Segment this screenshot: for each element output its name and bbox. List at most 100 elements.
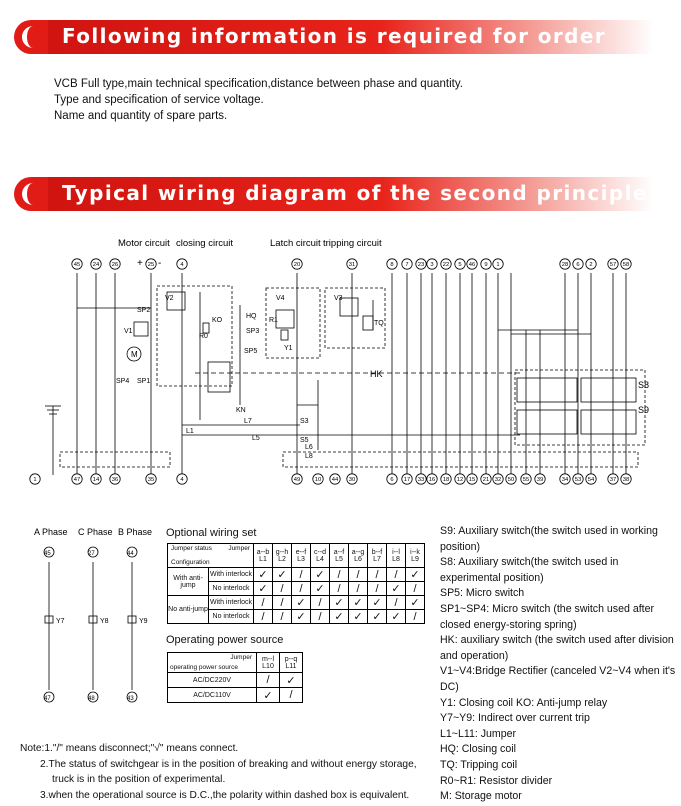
wiring-mark: /	[386, 595, 406, 610]
bottom-terminal-circle	[329, 473, 341, 485]
phase-a-coil: Y7	[56, 618, 65, 625]
wiring-mark: ✓	[291, 609, 311, 624]
sp1-label: SP1	[137, 378, 150, 385]
bottom-terminal-number: 34	[562, 477, 569, 483]
top-terminal-circle	[109, 258, 121, 270]
order-info-line: Name and quantity of spare parts.	[54, 110, 228, 122]
top-terminal-number: 28	[562, 262, 568, 268]
bottom-terminal-number: 50	[508, 477, 514, 483]
bottom-terminal-circle	[492, 473, 504, 485]
wiring-col-jumper: L2	[278, 555, 286, 563]
phase-b-top-terminal: 44	[127, 551, 134, 557]
top-terminal-number: 22	[443, 262, 449, 268]
l5-label: L5	[252, 435, 260, 442]
phase-a-top-terminal: 45	[44, 551, 51, 557]
bottom-terminal-circle	[90, 473, 102, 485]
bottom-terminal-number: 35	[148, 477, 154, 483]
bottom-terminal-number: 6	[390, 477, 393, 483]
bottom-terminal-number: 12	[457, 477, 463, 483]
s3-label: S3	[300, 418, 309, 425]
top-terminal-number: 31	[349, 262, 355, 268]
bottom-terminal-number: 53	[575, 477, 581, 483]
note-item: truck is in the position of experimental…	[52, 774, 226, 785]
bottom-terminal-number: 30	[349, 477, 355, 483]
top-terminal-circle	[386, 258, 398, 270]
note-item: Note:1."/" means disconnect;"√" means co…	[20, 743, 239, 754]
phase-c-bottom-terminal: 48	[88, 696, 95, 702]
bottom-terminal-circle	[312, 473, 324, 485]
phase-b-bottom-terminal: 43	[127, 696, 134, 702]
wiring-col-jumper: L4	[316, 555, 324, 563]
phase-b-label: B Phase	[118, 527, 152, 537]
bottom-terminal-number: 17	[404, 477, 410, 483]
bottom-terminal-circle	[145, 473, 157, 485]
top-terminal-circle	[346, 258, 358, 270]
wiring-mark: ✓	[253, 581, 273, 596]
wiring-mark: ✓	[386, 581, 406, 596]
hk-label: HK	[370, 369, 383, 379]
legend-item: SP1~SP4: Micro switch (the switch used a…	[440, 602, 655, 631]
wiring-group-label: With anti-jump	[167, 567, 209, 596]
top-terminal-number: 20	[294, 262, 300, 268]
hq-label: HQ	[246, 313, 257, 320]
order-info-line: Type and specification of service voltag…	[54, 94, 264, 106]
wiring-col-head: a--b	[256, 548, 270, 556]
wiring-mark: /	[272, 595, 292, 610]
wiring-col-jumper: L7	[373, 555, 381, 563]
wiring-set-title: Optional wiring set	[166, 527, 257, 539]
phase-c-label: C Phase	[78, 527, 113, 537]
bottom-terminal-number: 36	[112, 477, 118, 483]
wiring-col-jumper: L5	[335, 555, 343, 563]
top-terminal-circle	[90, 258, 102, 270]
motor-circuit-label: Motor circuit	[118, 238, 170, 249]
power-col-jumper: L10	[262, 662, 274, 670]
bottom-terminal-circle	[176, 473, 188, 485]
wiring-mark: ✓	[310, 567, 330, 582]
power-row-label: AC/DC110V	[167, 687, 257, 703]
phase-a-bottom-terminal: 47	[44, 696, 51, 702]
wiring-col-head: g--h	[275, 548, 289, 556]
phase-a-label: A Phase	[34, 527, 68, 537]
banner-cap-icon	[14, 177, 48, 211]
wiring-col-head: i--l	[392, 548, 400, 556]
wiring-mark: /	[348, 567, 368, 582]
wiring-row-label: No interlock	[208, 581, 254, 596]
wiring-col-head: a--g	[351, 548, 365, 556]
trip-dashed-box	[324, 287, 386, 349]
bottom-terminal-circle	[620, 473, 632, 485]
tripping-circuit-label: tripping circuit	[323, 238, 382, 249]
wiring-mark: ✓	[291, 595, 311, 610]
ko-label: KO	[212, 317, 223, 324]
bottom-terminal-number: 4	[180, 477, 184, 483]
phase-c-top-terminal: 27	[88, 551, 95, 557]
bottom-terminal-circle	[585, 473, 597, 485]
top-terminal-number: 1	[496, 262, 499, 268]
closing-circuit-label: closing circuit	[176, 238, 233, 249]
legend-item: HK: auxiliary switch (the switch used af…	[440, 634, 674, 662]
bottom-terminal-circle	[291, 473, 303, 485]
bottom-terminal-circle	[480, 473, 492, 485]
bottom-terminal-number: 1	[33, 477, 36, 483]
l8-label: L8	[305, 453, 313, 460]
wiring-mark: /	[367, 567, 387, 582]
bottom-terminal-number: 33	[418, 477, 424, 483]
power-corner-bottom: operating power source	[170, 664, 238, 671]
notes: Note:1."/" means disconnect;"√" means co…	[20, 741, 470, 803]
r1-label: R1	[269, 317, 278, 324]
top-terminal-circle	[291, 258, 303, 270]
wiring-row-label: No interlock	[208, 609, 254, 624]
legend-item: TQ: Tripping coil	[440, 758, 518, 771]
sp4-label: SP4	[116, 378, 129, 385]
wiring-col-jumper: L6	[354, 555, 362, 563]
legend-item: L1~L11: Jumper	[440, 727, 517, 740]
l7-label: L7	[244, 418, 252, 425]
legend-item: HQ: Closing coil	[440, 743, 516, 756]
s9-label: S9	[638, 405, 649, 415]
legend-item: Y7~Y9: Indirect over current trip	[440, 712, 590, 725]
bottom-terminal-circle	[386, 473, 398, 485]
note-item: 2.The status of switchgear is in the pos…	[40, 758, 417, 770]
r0-label: R0	[199, 333, 208, 340]
